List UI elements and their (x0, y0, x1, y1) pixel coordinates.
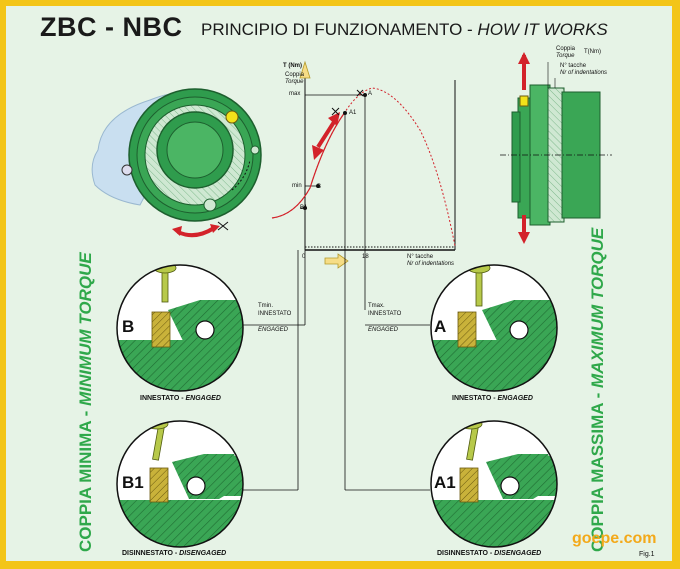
model-title: ZBC - NBC (40, 12, 183, 42)
graph-point-b1: B1 (300, 205, 308, 211)
graph-max-label: max (289, 91, 301, 97)
caption-a-it: INNESTATO - (452, 395, 498, 402)
detail-letter-a1: A1 (434, 473, 456, 492)
tmax-engaged-it: INNESTATO (368, 311, 402, 317)
detail-letter-b1: B1 (122, 473, 144, 492)
detail-letter-b: B (122, 317, 135, 336)
tmin-engaged-it: INNESTATO (258, 311, 292, 317)
graph-x-axis-en: Nr of indentations (407, 261, 455, 267)
graph-y-sub-it: Coppia (285, 72, 305, 78)
leader-lines (240, 324, 430, 491)
caption-a: INNESTATO - ENGAGED (452, 395, 533, 402)
caption-a1-en: DISENGAGED (494, 550, 542, 557)
side-torque-it: Coppia (556, 46, 576, 52)
caption-b1: DISINNESTATO - DISENGAGED (122, 550, 226, 557)
torque-graph (271, 60, 456, 490)
caption-b1-en: DISENGAGED (179, 550, 227, 557)
detail-b1 (116, 420, 244, 548)
watermark: goepe.com (572, 530, 657, 547)
principle-title: PRINCIPIO DI FUNZIONAMENTO - HOW IT WORK… (201, 20, 608, 40)
limiter-side-view (500, 52, 612, 244)
graph-x-value: 18 (362, 254, 369, 260)
caption-b-it: INNESTATO - (140, 395, 186, 402)
graph-min-label: min (292, 183, 302, 189)
caption-b1-it: DISINNESTATO - (122, 550, 180, 557)
limiter-front-view (91, 88, 262, 238)
side-torque-en: Torque (556, 53, 575, 59)
tmax-engaged-en: ENGAGED (368, 327, 399, 333)
caption-a1: DISINNESTATO - DISENGAGED (437, 550, 541, 557)
tmin-engaged-en: ENGAGED (258, 327, 289, 333)
side-torque-unit: T(Nm) (584, 49, 601, 55)
graph-y-axis-label: T (Nm) (283, 63, 302, 69)
graph-point-b: B (317, 184, 322, 190)
graph-point-a: A (368, 91, 373, 97)
principle-title-it: PRINCIPIO DI FUNZIONAMENTO - (201, 20, 478, 39)
graph-y-sub-en: Torque (285, 79, 304, 85)
graph-point-a1: A1 (349, 110, 357, 116)
detail-letter-a: A (434, 317, 447, 336)
graph-origin: 0 (302, 254, 306, 260)
caption-b: INNESTATO - ENGAGED (140, 395, 221, 402)
graph-x-axis-it: N° tacche (407, 254, 434, 260)
caption-a-en: ENGAGED (497, 395, 533, 402)
side-notches-it: N° tacche (560, 63, 587, 69)
figure-label: Fig.1 (639, 551, 655, 558)
tmin-label: Tmin. (258, 303, 273, 309)
principle-title-en: HOW IT WORKS (477, 20, 608, 39)
side-notches-en: Nr of indentations (560, 70, 608, 76)
caption-b-en: ENGAGED (185, 395, 221, 402)
caption-a1-it: DISINNESTATO - (437, 550, 495, 557)
tmax-label: Tmax. (368, 303, 385, 309)
